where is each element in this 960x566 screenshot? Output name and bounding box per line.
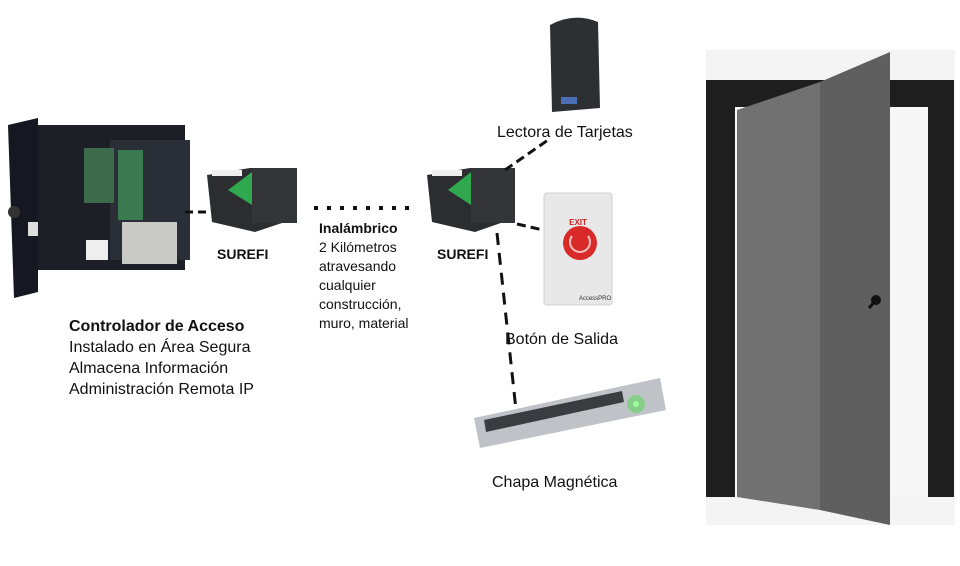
controller-line: Instalado en Área Segura (69, 339, 251, 356)
exit-brand: AccessPRO (579, 296, 612, 302)
wire-exit-button (516, 222, 544, 232)
exit-button-label: Botón de Salida (505, 331, 618, 348)
controller-title: Controlador de Acceso (69, 318, 245, 335)
magnetic-lock (474, 378, 666, 448)
wire-mag-lock (495, 232, 518, 411)
exit-button-device: EXIT AccessPRO (543, 192, 613, 306)
access-controller-cabinet (8, 118, 190, 298)
door-illustration (706, 50, 955, 525)
surefi-left-label: SUREFI (217, 246, 269, 262)
reader-label: Lectora de Tarjetas (497, 124, 633, 141)
controller-description: Controlador de Acceso Instalado en Área … (69, 316, 254, 400)
mag-lock-label: Chapa Magnética (492, 474, 618, 491)
controller-line: Almacena Información (69, 360, 229, 377)
wire-reader (504, 138, 549, 172)
controller-line: Administración Remota IP (69, 381, 254, 398)
surefi-left-device (207, 168, 297, 232)
surefi-right-label: SUREFI (437, 246, 489, 262)
exit-badge: EXIT (569, 218, 587, 227)
wireless-line: cualquier (319, 277, 376, 293)
wireless-line: muro, material (319, 315, 409, 331)
wireless-title: Inalámbrico (319, 220, 398, 236)
wireless-description: Inalámbrico 2 Kilómetros atravesando cua… (319, 219, 408, 333)
wireless-line: construcción, (319, 296, 402, 312)
surefi-right-device (427, 168, 515, 232)
card-reader (550, 17, 600, 112)
wireless-line: atravesando (319, 258, 397, 274)
wireless-line: 2 Kilómetros (319, 239, 397, 255)
